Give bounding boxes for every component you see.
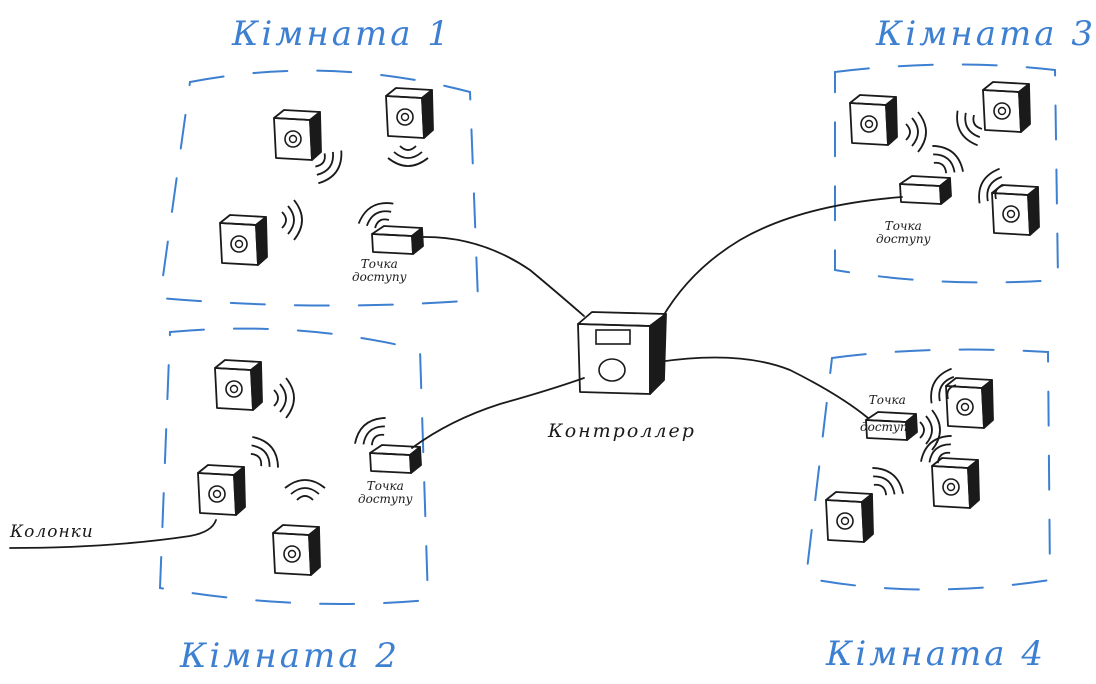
room-1-access-point-waves — [353, 195, 401, 235]
room-1-title: Кімната 1 — [232, 14, 452, 54]
room-1-speaker-1 — [273, 109, 322, 161]
room-2-access-point — [369, 444, 422, 474]
access-point-label-line-1: Точка — [366, 479, 404, 493]
room-3-border — [834, 63, 1060, 284]
room-1-access-point — [371, 225, 424, 255]
room-4-title: Кімната 4 — [826, 634, 1046, 674]
cable-speakers — [9, 519, 217, 549]
controller-icon — [577, 311, 667, 395]
room-2-speaker-1-waves — [273, 377, 295, 419]
room-1-access-point-label: Точка доступу — [352, 258, 407, 284]
room-1-border — [158, 69, 480, 307]
speakers-label: Колонки — [10, 522, 94, 542]
cable-room-2 — [411, 377, 585, 449]
access-point-label-line-2: доступу — [876, 232, 931, 246]
room-3-speaker-1-waves — [905, 111, 927, 153]
diagram-canvas — [9, 63, 1060, 605]
access-point-label-line-2: доступу — [860, 420, 915, 434]
room-2-access-point-label: Точка доступу — [358, 480, 413, 506]
cable-room-1 — [421, 236, 585, 317]
room-3-speaker-2-waves — [949, 103, 989, 151]
access-point-label-line-2: доступу — [358, 492, 413, 506]
room-2-speaker-2 — [197, 464, 246, 516]
room-2-speaker-2-waves — [242, 430, 286, 477]
room-3-access-point — [899, 175, 952, 205]
cable-room-3 — [661, 196, 903, 319]
room-3-title: Кімната 3 — [876, 14, 1096, 54]
room-4-border — [804, 348, 1052, 591]
room-2-speaker-3 — [272, 524, 321, 576]
room-3-access-point-waves — [923, 138, 970, 182]
room-2-speaker-3-waves — [284, 479, 326, 501]
controller-label: Контроллер — [548, 420, 696, 442]
access-point-label-line-1: Точка — [868, 393, 906, 407]
access-point-label-line-2: доступу — [352, 270, 407, 284]
room-3-speaker-3 — [991, 184, 1040, 236]
room-2-access-point-waves — [348, 410, 395, 454]
room-2-border — [158, 327, 430, 605]
room-2-title: Кімната 2 — [180, 636, 400, 676]
room-3-speaker-1 — [849, 94, 898, 146]
access-point-label-line-1: Точка — [360, 257, 398, 271]
room-1-speaker-2-waves — [387, 145, 429, 167]
access-point-label-line-1: Точка — [884, 219, 922, 233]
room-3-speaker-3-waves — [971, 163, 1011, 211]
cables — [9, 196, 903, 549]
room-4-speaker-3 — [825, 491, 874, 543]
room-3-speaker-2 — [982, 81, 1031, 133]
cable-room-4 — [657, 356, 869, 419]
room-1-speaker-2 — [385, 87, 434, 139]
room-1-speaker-3 — [219, 214, 268, 266]
room-3-access-point-label: Точка доступу — [876, 220, 931, 246]
room-4-speaker-2 — [931, 457, 980, 509]
room-4-access-point-label: Точка доступу — [860, 394, 915, 434]
room-2-speaker-1 — [214, 359, 263, 411]
room-1-speaker-3-waves — [281, 199, 303, 241]
